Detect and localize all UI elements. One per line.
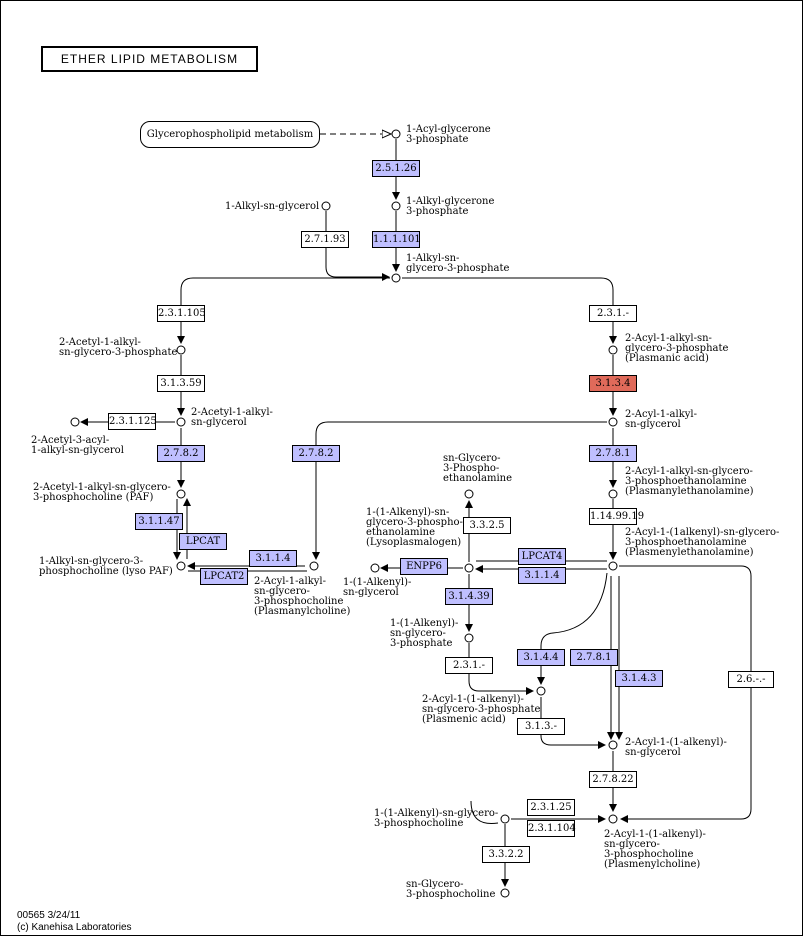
compound-sn-glycero-3-phosphoethanolamine[interactable]: sn-Glycero- 3-Phospho- ethanolamine (443, 453, 512, 484)
compound-acyl-glycerone-3-phosphate[interactable]: 1-Acyl-glycerone 3-phosphate (406, 124, 491, 145)
enzyme-2-7-8-2-left[interactable]: 2.7.8.2 (157, 445, 205, 462)
enzyme-3-3-2-2[interactable]: 3.3.2.2 (482, 846, 530, 863)
enzyme-2-3-1-104[interactable]: 2.3.1.104 (527, 820, 576, 837)
enzyme-3-1-4-3[interactable]: 3.1.4.3 (615, 670, 663, 687)
enzyme-2-3-1-125[interactable]: 2.3.1.125 (108, 413, 157, 430)
enzyme-3-1-3-59[interactable]: 3.1.3.59 (157, 375, 205, 392)
enzyme-1-1-1-101[interactable]: 1.1.1.101 (372, 231, 421, 248)
enzyme-2-7-8-22[interactable]: 2.7.8.22 (589, 771, 637, 788)
compound-alkyl-sn-glycerol[interactable]: 1-Alkyl-sn-glycerol (225, 201, 320, 212)
enzyme-2-3-1-105[interactable]: 2.3.1.105 (157, 305, 206, 322)
enzyme-3-1-4-4[interactable]: 3.1.4.4 (517, 649, 565, 666)
footer-copyright: (c) Kanehisa Laboratories (17, 922, 132, 933)
glycerophospholipid-map-link[interactable]: Glycerophospholipid metabolism (140, 121, 320, 148)
compound-alkyl-glycerone-3-phosphate[interactable]: 1-Alkyl-glycerone 3-phosphate (406, 196, 495, 217)
compound-lyso-paf[interactable]: 1-Alkyl-sn-glycero-3- phosphocholine (ly… (39, 556, 173, 577)
enzyme-1-14-99-19[interactable]: 1.14.99.19 (589, 508, 644, 525)
enzyme-2-7-1-93[interactable]: 2.7.1.93 (301, 231, 349, 248)
compound-acyl-alkyl-sn-glycerol[interactable]: 2-Acyl-1-alkyl- sn-glycerol (625, 409, 697, 430)
enzyme-lpcat[interactable]: LPCAT (179, 533, 227, 550)
compound-plasmenylcholine[interactable]: 2-Acyl-1-(1-alkenyl)- sn-glycero- 3-phos… (604, 829, 706, 870)
compound-acyl-alkenyl-sn-glycerol[interactable]: 2-Acyl-1-(1-alkenyl)- sn-glycerol (625, 737, 727, 758)
enzyme-2-3-1-25[interactable]: 2.3.1.25 (527, 799, 575, 816)
compound-plasmenylethanolamine[interactable]: 2-Acyl-1-(1alkenyl)-sn-glycero- 3-phosph… (625, 527, 780, 558)
compound-alkenyl-glycero-3-phosphocholine[interactable]: 1-(1-Alkenyl)-sn-glycero- 3-phosphocholi… (374, 808, 499, 829)
enzyme-2-7-8-2-right[interactable]: 2.7.8.2 (292, 445, 340, 462)
compound-alkenyl-glycero-3-phosphate[interactable]: 1-(1-Alkenyl)- sn-glycero- 3-phosphate (390, 618, 459, 649)
enzyme-2-3-1-dash-lower[interactable]: 2.3.1.- (445, 657, 493, 674)
footer-id-date: 00565 3/24/11 (17, 910, 81, 921)
compound-nodes (70, 129, 618, 898)
enzyme-lpcat4[interactable]: LPCAT4 (518, 548, 566, 565)
compound-acetyl-alkyl-glycero-3-phosphate[interactable]: 2-Acetyl-1-alkyl- sn-glycero-3-phosphate (59, 337, 178, 358)
enzyme-3-1-1-4-right[interactable]: 3.1.1.4 (518, 567, 566, 584)
enzyme-2-6-dash[interactable]: 2.6.-.- (728, 671, 774, 688)
enzyme-enpp6[interactable]: ENPP6 (400, 558, 448, 575)
compound-acetyl-alkyl-sn-glycerol[interactable]: 2-Acetyl-1-alkyl- sn-glycerol (191, 407, 273, 428)
compound-plasmanylethanolamine[interactable]: 2-Acyl-1-alkyl-sn-glycero- 3-phosphoetha… (625, 466, 754, 497)
compound-lysoplasmalogen[interactable]: 1-(1-Alkenyl)-sn- glycero-3-phospho- eth… (366, 507, 463, 548)
compound-plasmenic-acid[interactable]: 2-Acyl-1-(1-alkenyl)- sn-glycero-3-phosp… (422, 694, 541, 725)
enzyme-3-1-3-4[interactable]: 3.1.3.4 (589, 375, 637, 392)
enzyme-3-1-4-39[interactable]: 3.1.4.39 (445, 588, 493, 605)
compound-plasmanylcholine[interactable]: 2-Acyl-1-alkyl- sn-glycero- 3-phosphocho… (254, 576, 351, 617)
enzyme-3-3-2-5[interactable]: 3.3.2.5 (463, 517, 511, 534)
compound-alkenyl-sn-glycerol[interactable]: 1-(1-Alkenyl)- sn-glycerol (343, 577, 412, 598)
enzyme-2-5-1-26[interactable]: 2.5.1.26 (372, 160, 420, 177)
enzyme-3-1-3-dash[interactable]: 3.1.3.- (517, 718, 565, 735)
enzyme-2-3-1-dash[interactable]: 2.3.1.- (589, 305, 637, 322)
compound-paf[interactable]: 2-Acetyl-1-alkyl-sn-glycero- 3-phosphoch… (33, 482, 171, 503)
enzyme-lpcat2[interactable]: LPCAT2 (200, 568, 248, 585)
enzyme-3-1-1-47[interactable]: 3.1.1.47 (135, 513, 183, 530)
enzyme-3-1-1-4-left[interactable]: 3.1.1.4 (249, 550, 297, 567)
enzyme-2-7-8-1-top[interactable]: 2.7.8.1 (589, 445, 637, 462)
map-title: ETHER LIPID METABOLISM (41, 46, 258, 72)
compound-alkyl-sn-glycero-3-phosphate[interactable]: 1-Alkyl-sn- glycero-3-phosphate (406, 253, 510, 274)
enzyme-2-7-8-1-bottom[interactable]: 2.7.8.1 (570, 649, 618, 666)
compound-sn-glycero-3-phosphocholine[interactable]: sn-Glycero- 3-phosphocholine (406, 879, 496, 900)
compound-acetyl-acyl-alkyl-sn-glycerol[interactable]: 2-Acetyl-3-acyl- 1-alkyl-sn-glycerol (31, 435, 124, 456)
compound-plasmanic-acid[interactable]: 2-Acyl-1-alkyl-sn- glycero-3-phosphate (… (625, 333, 729, 364)
